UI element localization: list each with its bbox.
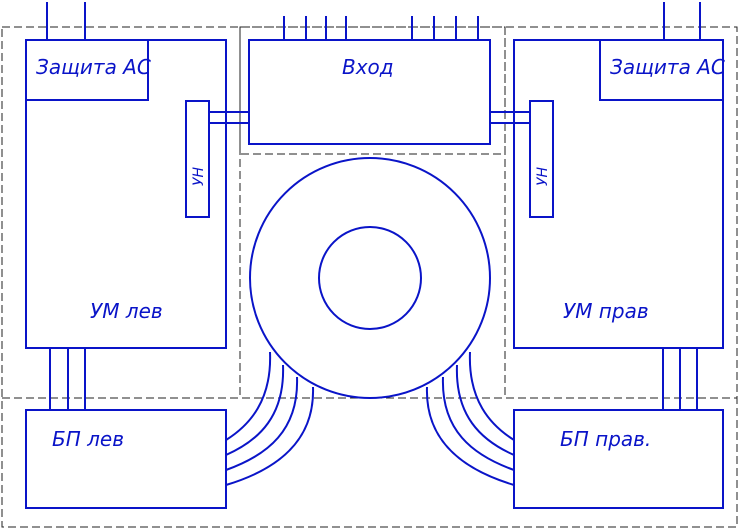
amp-left-label: УМ лев — [90, 299, 163, 323]
transformer-leads-left — [225, 351, 315, 486]
psu-right-label: БП прав. — [560, 427, 651, 451]
protection-left-label: Защита АС — [36, 55, 151, 79]
protection-right-label: Защита АС — [610, 55, 725, 79]
preamp-left-block: УН — [185, 100, 210, 218]
preamp-left-label: УН — [191, 166, 207, 186]
preamp-right-block: УН — [529, 100, 554, 218]
psu-amp-connections — [49, 348, 698, 410]
transformer-leads-right — [425, 351, 515, 486]
module-boundaries — [1, 26, 738, 528]
amp-right-block: УМ прав — [513, 39, 724, 349]
transformer — [249, 157, 491, 399]
psu-left-label: БП лев — [52, 427, 124, 451]
protection-right-block: Защита АС — [599, 39, 725, 101]
input-leads — [283, 16, 479, 40]
amp-left-block: УМ лев — [25, 39, 227, 349]
protection-left-block: Защита АС — [25, 39, 151, 101]
input-block: Вход — [248, 39, 491, 145]
psu-right-block: БП прав. — [513, 409, 724, 509]
preamp-connections — [209, 111, 530, 124]
speaker-leads — [46, 2, 701, 40]
psu-left-block: БП лев — [25, 409, 227, 509]
preamp-right-label: УН — [535, 166, 551, 186]
amp-right-label: УМ прав — [563, 299, 649, 323]
input-label: Вход — [342, 55, 394, 79]
